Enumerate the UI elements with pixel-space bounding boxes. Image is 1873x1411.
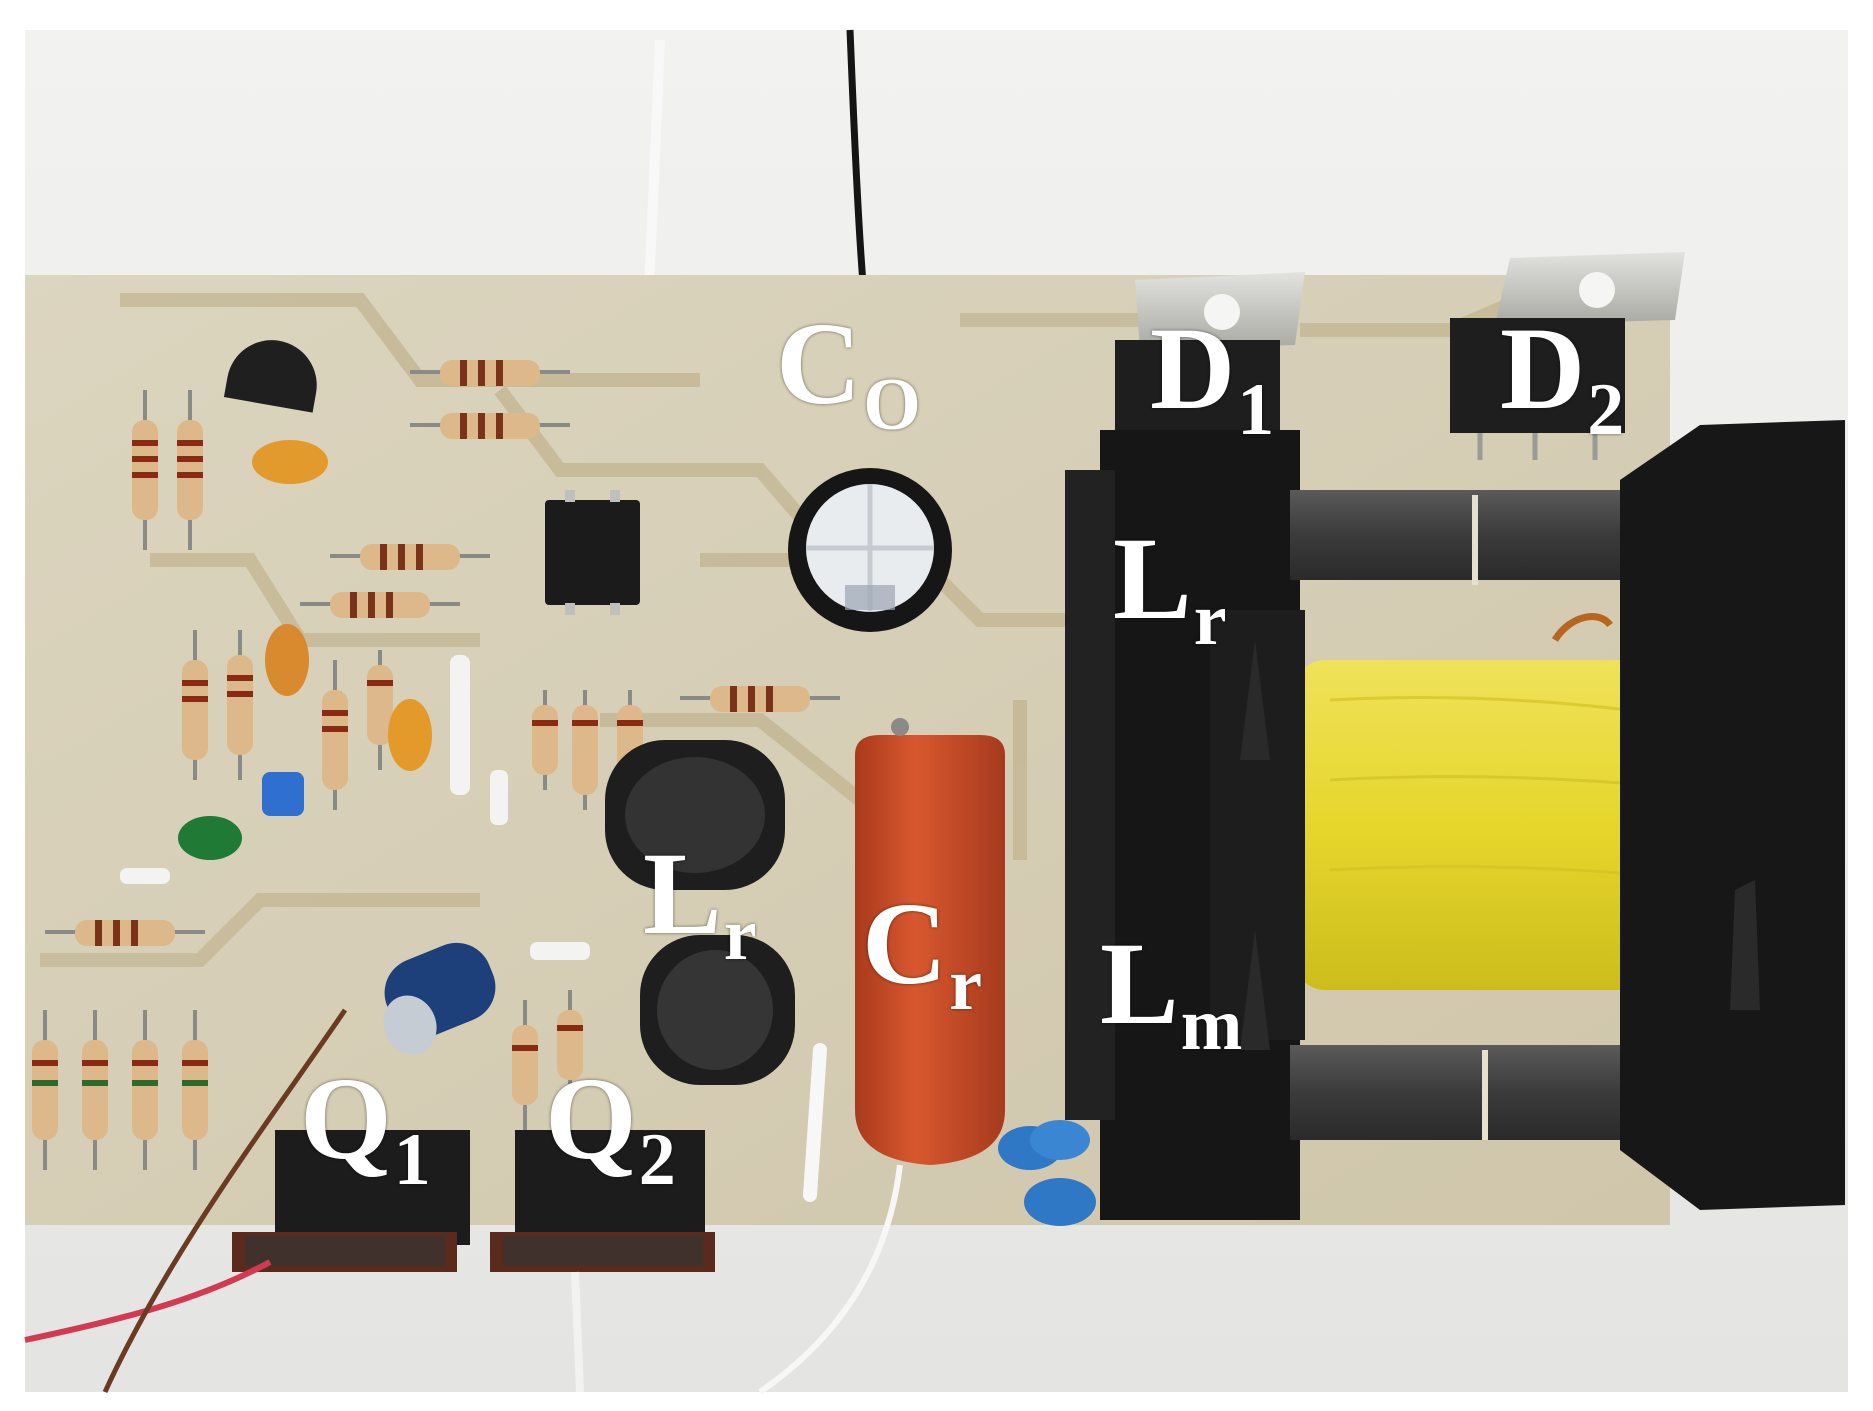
label-lm: Lm bbox=[1100, 925, 1242, 1063]
y-capacitor-blue bbox=[1030, 1120, 1090, 1160]
label-cr-main: C bbox=[862, 878, 948, 1009]
label-co-main: C bbox=[776, 298, 862, 429]
label-q2-sub: 2 bbox=[638, 1119, 676, 1201]
film-capacitor-blue bbox=[262, 772, 304, 816]
mosfet-q1 bbox=[275, 1130, 470, 1245]
label-cr-sub: r bbox=[949, 944, 983, 1026]
ceramic-capacitor-orange bbox=[265, 624, 309, 696]
ceramic-capacitor-orange bbox=[388, 699, 432, 771]
label-d1-main: D bbox=[1150, 303, 1236, 434]
glass-diode bbox=[450, 655, 470, 795]
optocoupler-ic bbox=[545, 500, 640, 605]
ceramic-capacitor-orange bbox=[252, 440, 328, 484]
label-lr-top-sub: r bbox=[1193, 579, 1227, 661]
white-wire-bottom bbox=[571, 1271, 584, 1393]
label-q1-sub: 1 bbox=[393, 1119, 431, 1201]
label-lr-transformer: Lr bbox=[1113, 520, 1227, 658]
label-lm-main: L bbox=[1100, 918, 1179, 1049]
label-d2-sub: 2 bbox=[1587, 369, 1625, 451]
white-jumper-wire bbox=[803, 1043, 827, 1202]
label-q1-main: Q bbox=[300, 1053, 392, 1184]
label-d1: D1 bbox=[1150, 310, 1274, 448]
label-cr: Cr bbox=[862, 885, 982, 1023]
red-wire bbox=[24, 1259, 272, 1343]
label-lr-inductor: Lr bbox=[643, 835, 757, 973]
label-lr-top-main: L bbox=[1113, 513, 1192, 644]
transformer-winding bbox=[1295, 660, 1725, 990]
brown-wire bbox=[102, 1008, 348, 1394]
label-q2: Q2 bbox=[545, 1060, 676, 1198]
transformer-frame-right bbox=[1620, 420, 1845, 1210]
resistors bbox=[32, 360, 840, 1170]
label-lm-sub: m bbox=[1180, 984, 1243, 1066]
glass-diode bbox=[120, 868, 170, 884]
glass-diode bbox=[530, 942, 590, 960]
label-d2: D2 bbox=[1500, 310, 1624, 448]
glass-diode bbox=[490, 770, 508, 825]
label-q2-main: Q bbox=[545, 1053, 637, 1184]
diode-d1 bbox=[1115, 340, 1280, 445]
resonant-capacitor-cr bbox=[855, 735, 1005, 1165]
label-q1: Q1 bbox=[300, 1060, 431, 1198]
label-co-sub: O bbox=[863, 364, 921, 446]
label-d1-sub: 1 bbox=[1237, 369, 1275, 451]
y-capacitor-blue bbox=[1024, 1178, 1096, 1226]
mosfet-q2 bbox=[515, 1130, 705, 1245]
label-co: CO bbox=[776, 305, 921, 443]
diode-d2 bbox=[1450, 318, 1625, 433]
small-transistor bbox=[223, 340, 317, 413]
label-lr-mid-main: L bbox=[643, 828, 722, 959]
led-green bbox=[178, 816, 242, 860]
label-d2-main: D bbox=[1500, 303, 1586, 434]
label-lr-mid-sub: r bbox=[723, 894, 757, 976]
